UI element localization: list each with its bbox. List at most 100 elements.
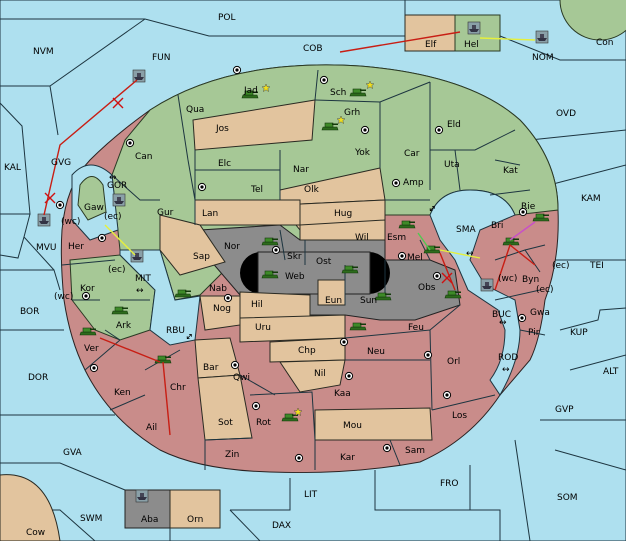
coast-tag: (wc) (498, 274, 517, 284)
label-GVG: GVG (51, 158, 71, 168)
label-Hil: Hil (251, 300, 263, 310)
label-Car: Car (404, 149, 420, 159)
label-Rie: Rie (521, 202, 536, 212)
label-Rot: Rot (256, 418, 271, 428)
label-MVU: MVU (36, 243, 57, 253)
arrow-icon: ↔ (109, 173, 117, 183)
label-Wil: Wil (355, 233, 369, 243)
green-borders (104, 69, 531, 341)
label-Uta: Uta (444, 160, 460, 170)
label-SMA: SMA (456, 225, 476, 235)
label-NOM: NOM (532, 53, 554, 63)
label-Sap: Sap (193, 252, 210, 262)
region-Wil[interactable] (299, 219, 386, 241)
label-Hug: Hug (334, 209, 352, 219)
label-Elc: Elc (218, 159, 231, 169)
label-KUP: KUP (570, 328, 588, 338)
label-Eun: Eun (325, 296, 342, 306)
fleet-icon (37, 213, 51, 227)
label-Neu: Neu (367, 347, 385, 357)
region-Jos[interactable] (192, 99, 316, 151)
label-Nor: Nor (224, 242, 240, 252)
coast-tag: (wc) (54, 292, 73, 302)
fleet-icon (130, 249, 144, 263)
region-labels: POL NVM FUN COB NOM Con OVD KAL KAM TEI … (4, 13, 619, 538)
red-borders (61, 244, 546, 470)
label-Jad: Jad (243, 86, 258, 96)
label-KAL: KAL (4, 163, 21, 173)
label-Nil: Nil (314, 369, 326, 379)
label-Elf: Elf (425, 40, 437, 50)
label-Skr: Skr (287, 252, 302, 262)
label-Kor: Kor (80, 284, 95, 294)
label-Mel: Mel (407, 253, 423, 263)
label-Ail: Ail (146, 423, 157, 433)
inner-sea-west[interactable] (119, 249, 201, 346)
label-Orl: Orl (447, 357, 460, 367)
label-Lan: Lan (202, 209, 218, 219)
label-Ost: Ost (316, 257, 332, 267)
arrow-icon: ↔ (502, 365, 510, 375)
label-LIT: LIT (304, 490, 318, 500)
coast-tag: (ec) (552, 261, 570, 271)
label-Mou: Mou (343, 421, 362, 431)
region-Nil[interactable] (279, 359, 346, 393)
label-Aba: Aba (141, 515, 158, 525)
label-GVP: GVP (555, 405, 574, 415)
label-BUC: BUC (492, 310, 511, 320)
label-COB: COB (303, 44, 323, 54)
region-Gaw[interactable] (77, 176, 107, 221)
label-Grh: Grh (344, 108, 360, 118)
coast-tag: (ec) (536, 285, 554, 295)
label-Nar: Nar (293, 165, 309, 175)
label-Sam: Sam (405, 446, 425, 456)
label-Sch: Sch (330, 88, 346, 98)
label-GVA: GVA (63, 448, 83, 458)
label-Chr: Chr (170, 383, 186, 393)
label-Ver: Ver (84, 344, 99, 354)
label-Kat: Kat (503, 166, 518, 176)
coast-tags: (wc) (ec) (ec) (wc) (ec) (wc) (ec) (54, 212, 570, 302)
label-FRO: FRO (440, 479, 459, 489)
fleet-icon (467, 21, 481, 35)
label-RBU: RBU (166, 326, 185, 336)
label-Her: Her (68, 242, 84, 252)
fleet-icon (535, 30, 549, 44)
label-Gaw: Gaw (84, 203, 104, 213)
label-GOR: GOR (107, 181, 127, 191)
label-Tel: Tel (250, 185, 263, 195)
label-OVD: OVD (556, 109, 576, 119)
fleet-icon (480, 278, 494, 292)
label-Zin: Zin (225, 450, 239, 460)
fleet-icon (132, 69, 146, 83)
label-Sot: Sot (218, 418, 233, 428)
label-DAX: DAX (272, 521, 291, 531)
region-Sap[interactable] (159, 214, 226, 276)
label-FUN: FUN (152, 53, 171, 63)
label-Esm: Esm (387, 233, 406, 243)
label-Chp: Chp (298, 346, 316, 356)
region-Elf[interactable] (404, 14, 456, 52)
region-Orn[interactable] (169, 489, 221, 529)
label-SOM: SOM (557, 493, 578, 503)
label-NVM: NVM (33, 47, 54, 57)
label-Pir: Pir (528, 328, 540, 338)
label-TEI: TEI (589, 261, 604, 271)
arrow-icon: ↔ (499, 318, 507, 328)
label-Can: Can (135, 152, 153, 162)
label-Jos: Jos (215, 124, 229, 134)
orders (43, 31, 536, 436)
label-Los: Los (452, 411, 467, 421)
label-DOR: DOR (28, 373, 48, 383)
region-Con[interactable] (559, 0, 626, 41)
label-Gur: Gur (157, 208, 174, 218)
arrow-icon: ↔ (466, 249, 474, 259)
label-Qua: Qua (186, 105, 204, 115)
label-Bar: Bar (203, 363, 219, 373)
label-Obs: Obs (418, 283, 436, 293)
label-Feu: Feu (408, 323, 424, 333)
region-Mou[interactable] (314, 407, 433, 441)
label-ROD: ROD (498, 353, 518, 363)
label-Olk: Olk (304, 185, 320, 195)
